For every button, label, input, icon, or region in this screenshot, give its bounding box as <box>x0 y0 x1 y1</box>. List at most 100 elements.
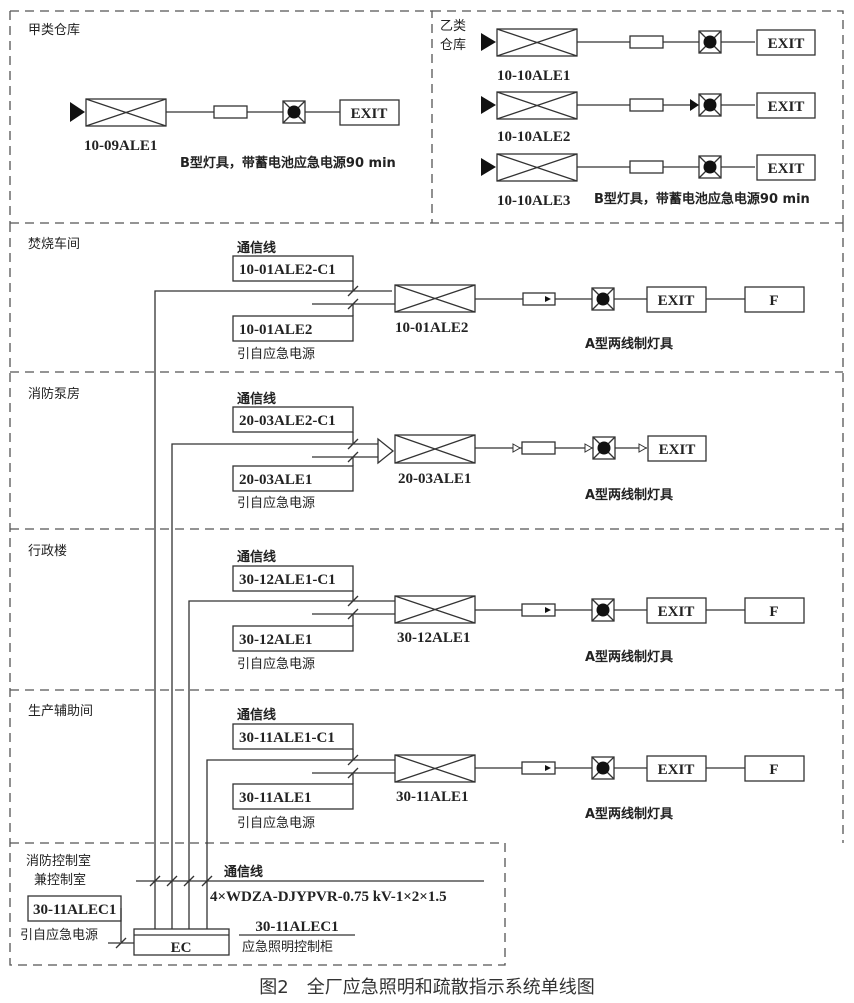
svg-text:30-12ALE1: 30-12ALE1 <box>239 632 312 648</box>
fluorescent-lamp-icon <box>629 160 664 174</box>
fluorescent-lamp-icon <box>629 35 664 49</box>
fluorescent-lamp-icon <box>213 105 248 119</box>
svg-text:10-01ALE2-C1: 10-01ALE2-C1 <box>239 262 336 278</box>
cabinet-code: 30-11ALEC1 <box>255 919 338 935</box>
panel-label: 10-09ALE1 <box>84 138 157 154</box>
emergency-lamp-icon <box>282 100 306 124</box>
floor-sign <box>744 755 805 782</box>
zone-title-line2: 仓库 <box>440 37 466 53</box>
svg-text:F: F <box>769 762 778 778</box>
svg-text:30-11ALEC1: 30-11ALEC1 <box>33 902 116 918</box>
power-source-label: 引自应急电源 <box>237 495 315 511</box>
svg-text:EXIT: EXIT <box>658 604 695 620</box>
panel-label: 10-10ALE1 <box>497 68 570 84</box>
svg-text:EXIT: EXIT <box>659 442 696 458</box>
exit-sign <box>756 92 816 119</box>
svg-text:EC: EC <box>171 940 192 956</box>
svg-text:30-12ALE1-C1: 30-12ALE1-C1 <box>239 572 336 588</box>
fluorescent-lamp-icon <box>629 98 664 112</box>
svg-text:EXIT: EXIT <box>768 99 805 115</box>
svg-text:EXIT: EXIT <box>658 293 695 309</box>
feed-arrow-icon <box>70 102 85 122</box>
zone-title-line1: 消防控制室 <box>26 853 91 869</box>
panel-label: 30-12ALE1 <box>397 630 470 646</box>
svg-text:EXIT: EXIT <box>768 36 805 52</box>
zone-note: B型灯具，带蓄电池应急电源90 min <box>180 155 396 171</box>
zone-incineration: 焚烧车间 通信线 10-01ALE2-C1 10-01ALE2 引自应急电源 1… <box>28 236 805 362</box>
zone-title: 生产辅助间 <box>28 704 93 719</box>
power-code-box <box>27 895 122 922</box>
panel-label: 20-03ALE1 <box>398 471 471 487</box>
fluorescent-lamp-icon <box>521 441 556 455</box>
emergency-lamp-icon <box>698 155 722 179</box>
emergency-lighting-control-cabinet <box>133 928 230 956</box>
emergency-lamp-icon <box>592 436 616 460</box>
comm-code-box <box>232 406 354 433</box>
zone-borders <box>9 10 844 966</box>
fluorescent-lamp-icon <box>521 603 556 617</box>
svg-text:30-11ALE1: 30-11ALE1 <box>239 790 312 806</box>
svg-text:20-03ALE1: 20-03ALE1 <box>239 472 312 488</box>
comm-line-label: 通信线 <box>237 391 276 407</box>
power-source-label: 引自应急电源 <box>237 815 315 831</box>
zone-title: 焚烧车间 <box>28 236 80 252</box>
comm-line-label: 通信线 <box>237 240 276 256</box>
exit-sign <box>646 597 707 624</box>
cabinet-name: 应急照明控制柜 <box>242 939 333 955</box>
feed-arrow-icon <box>481 33 496 51</box>
exit-sign <box>647 435 707 462</box>
power-source-label: 引自应急电源 <box>237 656 315 672</box>
svg-text:30-11ALE1-C1: 30-11ALE1-C1 <box>239 730 335 746</box>
zone-production-auxiliary: 生产辅助间 通信线 30-11ALE1-C1 30-11ALE1 引自应急电源 … <box>28 704 805 831</box>
floor-sign <box>744 597 805 624</box>
comm-line-label: 通信线 <box>237 549 276 565</box>
comm-trunk-lines <box>154 290 395 930</box>
zone-class-b-warehouse: 乙类 仓库 EXIT 10-10ALE1 EXIT 10-10ALE2 EXIT… <box>440 19 816 209</box>
exit-sign <box>646 755 707 782</box>
panel-label: 10-10ALE3 <box>497 193 570 209</box>
power-code-box <box>232 465 354 492</box>
comm-line-label: 通信线 <box>224 864 263 880</box>
svg-text:F: F <box>769 604 778 620</box>
comm-code-box <box>232 255 354 282</box>
svg-text:EXIT: EXIT <box>351 106 388 122</box>
zone-note: A型两线制灯具 <box>585 336 673 352</box>
fluorescent-lamp-icon <box>521 761 556 775</box>
zone-fire-control-room: 消防控制室 兼控制室 通信线 4×WDZA-DJYPVR-0.75 kV-1×2… <box>20 853 484 956</box>
zone-title-line1: 乙类 <box>440 19 466 34</box>
exit-sign <box>756 154 816 181</box>
zone-title-line2: 兼控制室 <box>34 872 86 888</box>
zone-admin-building: 行政楼 通信线 30-12ALE1-C1 30-12ALE1 引自应急电源 30… <box>28 544 805 672</box>
zone-title: 甲类仓库 <box>28 22 80 38</box>
distribution-panel-symbol <box>85 98 167 127</box>
svg-text:20-03ALE2-C1: 20-03ALE2-C1 <box>239 413 336 429</box>
figure-caption: 图2 全厂应急照明和疏散指示系统单线图 <box>259 977 594 998</box>
zone-class-a-warehouse: 甲类仓库 EXIT 10-09ALE1 B型灯具，带蓄电池应急电源90 min <box>28 22 400 171</box>
zone-title: 行政楼 <box>28 544 67 559</box>
svg-text:F: F <box>769 293 778 309</box>
feed-arrow-icon <box>481 158 496 176</box>
emergency-lamp-icon <box>698 93 722 117</box>
feed-arrow-icon <box>481 96 496 114</box>
zone-note: A型两线制灯具 <box>585 487 673 503</box>
power-code-box <box>232 625 354 652</box>
cable-spec: 4×WDZA-DJYPVR-0.75 kV-1×2×1.5 <box>210 889 447 905</box>
comm-line-label: 通信线 <box>237 707 276 723</box>
exit-sign <box>646 286 707 313</box>
emergency-lamp-icon <box>591 598 615 622</box>
zone-note: A型两线制灯具 <box>585 806 673 822</box>
emergency-lamp-icon <box>591 756 615 780</box>
fluorescent-lamp-icon <box>522 292 556 306</box>
emergency-lamp-icon <box>698 30 722 54</box>
power-source-label: 引自应急电源 <box>20 927 98 943</box>
emergency-lamp-icon <box>591 287 615 311</box>
svg-text:EXIT: EXIT <box>658 762 695 778</box>
zone-note: A型两线制灯具 <box>585 649 673 665</box>
panel-label: 30-11ALE1 <box>396 789 469 805</box>
power-source-label: 引自应急电源 <box>237 346 315 362</box>
panel-label: 10-01ALE2 <box>395 320 468 336</box>
comm-code-box <box>232 723 354 750</box>
comm-code-box <box>232 565 354 592</box>
floor-sign <box>744 286 805 313</box>
